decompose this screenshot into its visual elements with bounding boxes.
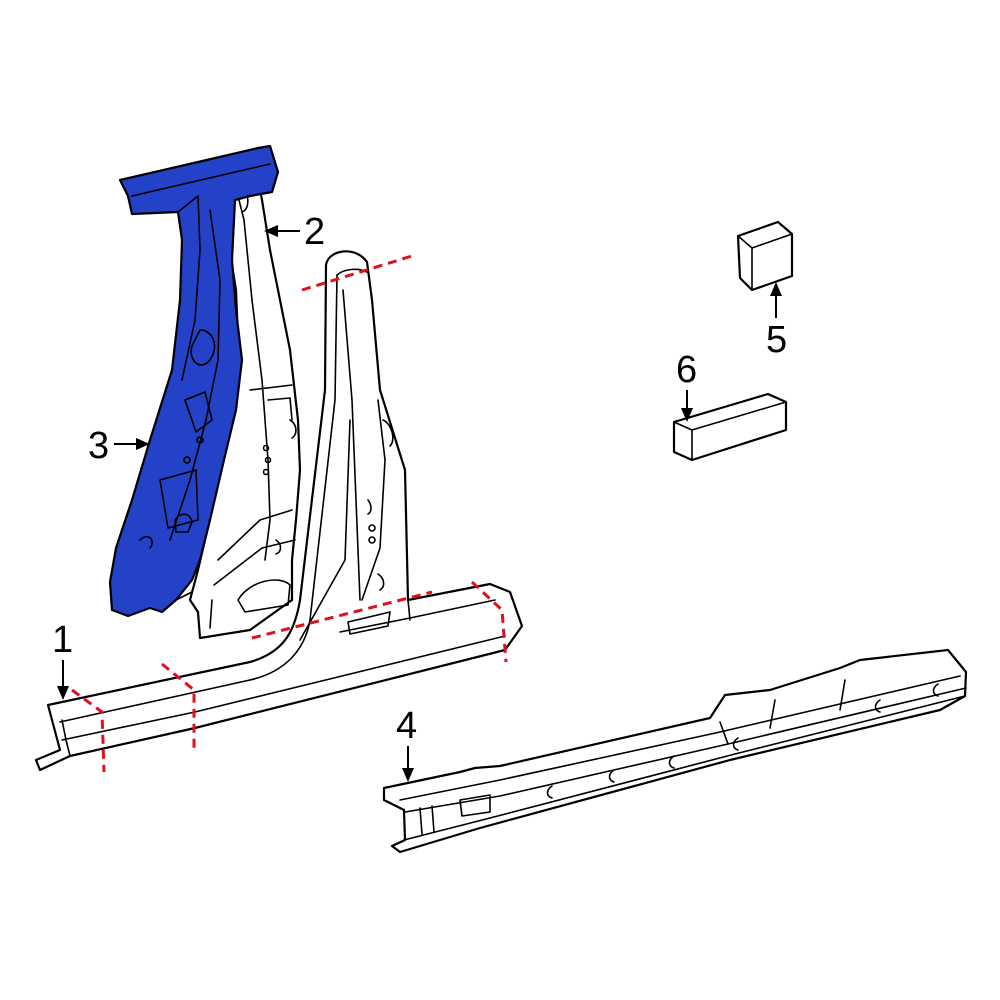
cut-line-pillar-base xyxy=(251,590,433,640)
part-3-fill xyxy=(108,144,280,618)
callout-6: 6 xyxy=(676,349,697,422)
cut-line-sill-right xyxy=(470,580,508,663)
cut-lines xyxy=(71,254,508,773)
callout-4: 4 xyxy=(396,705,417,782)
part-5-block[interactable] xyxy=(736,220,794,292)
cut-line-sill-left xyxy=(71,688,106,773)
cut-line-pillar-top xyxy=(301,254,413,292)
arrow-icon xyxy=(264,225,278,237)
arrow-icon xyxy=(402,768,414,782)
callout-label-4: 4 xyxy=(396,705,417,747)
arrow-icon xyxy=(770,282,782,296)
callout-label-3: 3 xyxy=(88,425,109,467)
callout-5: 5 xyxy=(766,282,787,361)
part-4-rocker-reinforcement[interactable] xyxy=(382,648,968,854)
arrow-icon xyxy=(136,438,150,450)
callout-label-6: 6 xyxy=(676,349,697,391)
arrow-icon xyxy=(57,686,69,700)
callout-2: 2 xyxy=(264,211,325,253)
part-6-block[interactable] xyxy=(672,392,788,462)
part-3-inner-pillar-highlighted[interactable] xyxy=(108,144,280,618)
callout-1: 1 xyxy=(52,619,73,700)
callout-label-1: 1 xyxy=(52,619,73,661)
callout-3: 3 xyxy=(88,425,150,467)
arrow-icon xyxy=(681,408,693,422)
callout-label-5: 5 xyxy=(766,319,787,361)
callout-label-2: 2 xyxy=(304,211,325,253)
cut-line-sill-mid xyxy=(161,662,196,750)
